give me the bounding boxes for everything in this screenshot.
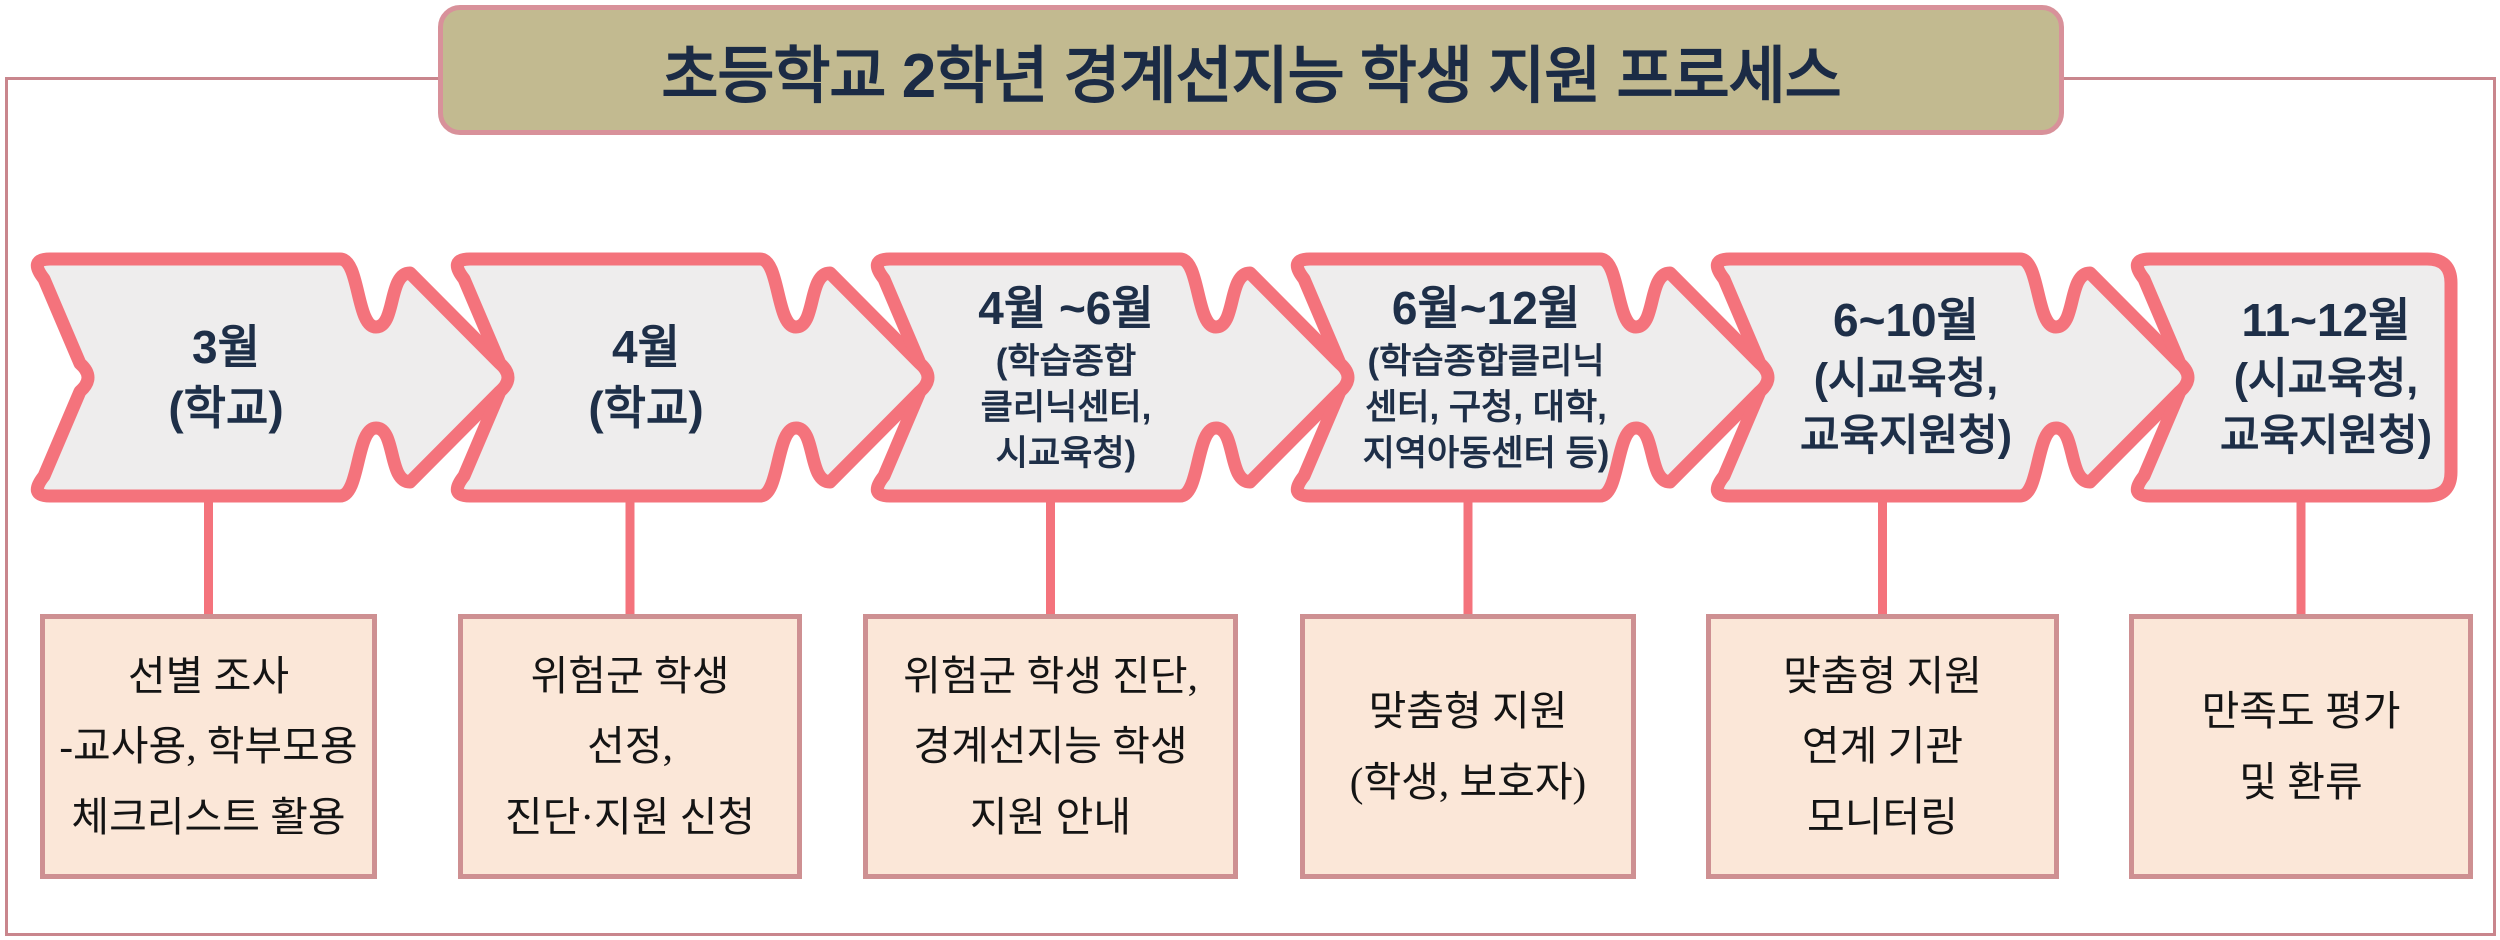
step-detail-text: 위험군 학생 선정, 진단·지원 신청 — [504, 652, 756, 840]
step-detail-text: 맞춤형 지원 연계 기관 모니터링 — [1783, 652, 1982, 840]
step-detail-box: 만족도 평가 및 환류 — [2129, 614, 2473, 879]
step-detail-text: 선별 조사 -교사용, 학부모용 체크리스트 활용 — [59, 652, 358, 840]
chevron-step-shape — [30, 252, 521, 503]
chevron-step-shape — [450, 252, 941, 503]
chevron-step-shape — [1290, 252, 1781, 503]
page-title: 초등학교 2학년 경계선지능 학생 지원 프로세스 — [661, 42, 1841, 111]
step-detail-box: 선별 조사 -교사용, 학부모용 체크리스트 활용 — [40, 614, 377, 879]
chevron-step-shape — [1710, 252, 2201, 503]
step-detail-box: 맞춤형 지원 연계 기관 모니터링 — [1706, 614, 2059, 879]
step-detail-text: 위험군 학생 진단, 경계선지능 학생 지원 안내 — [903, 652, 1198, 840]
step-detail-box: 위험군 학생 진단, 경계선지능 학생 지원 안내 — [863, 614, 1238, 879]
step-detail-text: 만족도 평가 및 환류 — [2201, 687, 2401, 805]
step-detail-box: 맞춤형 지원 (학생, 보호자) — [1300, 614, 1636, 879]
title-bar: 초등학교 2학년 경계선지능 학생 지원 프로세스 — [438, 5, 2064, 135]
chevron-step-shape — [870, 252, 1361, 503]
step-detail-text: 맞춤형 지원 (학생, 보호자) — [1349, 687, 1587, 805]
step-detail-box: 위험군 학생 선정, 진단·지원 신청 — [458, 614, 802, 879]
chevron-step-shape — [2130, 252, 2458, 503]
